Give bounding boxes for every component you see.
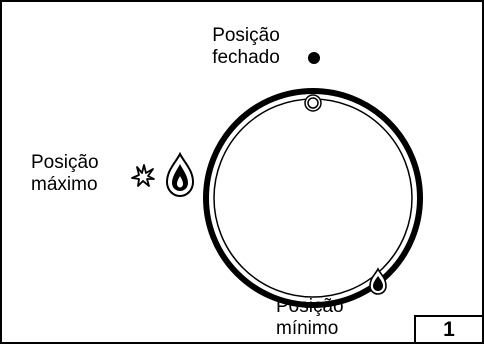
label-max-line-2: máximo — [31, 174, 98, 195]
label-closed-line-2: fechado — [212, 47, 280, 68]
label-min-line-1: Posição — [276, 296, 344, 317]
filled-dot-icon — [308, 52, 320, 64]
knob[interactable] — [203, 88, 423, 308]
label-max-position: Posição máximo — [31, 152, 99, 196]
figure-number: 1 — [414, 315, 482, 342]
label-min-position: Posição mínimo — [276, 296, 344, 340]
small-flame-icon — [369, 267, 387, 295]
label-max-line-1: Posição — [31, 152, 99, 173]
large-flame-icon — [165, 151, 195, 198]
label-closed-line-1: Posição — [212, 25, 280, 46]
knob-indicator-ring-icon — [304, 94, 322, 112]
label-closed-position: Posição fechado — [203, 25, 289, 69]
spark-icon — [131, 164, 155, 187]
label-min-line-2: mínimo — [276, 318, 339, 339]
